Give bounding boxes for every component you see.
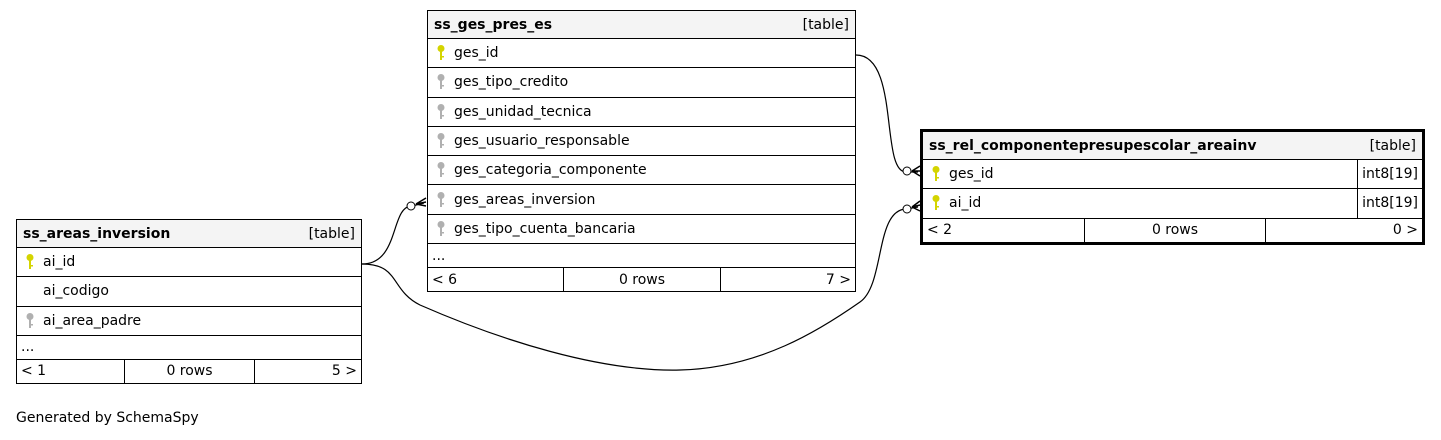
table-name: ss_areas_inversion bbox=[23, 225, 171, 242]
more-columns[interactable]: ... bbox=[428, 244, 855, 269]
edge-areas-to-ges-crowfoot bbox=[415, 197, 427, 207]
column-row[interactable]: ges_tipo_cuenta_bancaria bbox=[428, 215, 855, 245]
foreign-key-icon bbox=[434, 132, 448, 150]
primary-key-icon bbox=[23, 253, 37, 271]
table-footer: < 1 0 rows 5 > bbox=[17, 359, 361, 383]
table-kind: [table] bbox=[308, 225, 355, 242]
table-header: ss_areas_inversion [table] bbox=[17, 220, 361, 248]
edge-areas-to-ges-optional-marker bbox=[406, 201, 416, 211]
children-count[interactable]: 0 > bbox=[1392, 222, 1418, 239]
column-name: ges_unidad_tecnica bbox=[454, 103, 592, 120]
foreign-key-icon bbox=[434, 220, 448, 238]
edge-areas-to-rel bbox=[361, 206, 919, 371]
table-header: ss_rel_componentepresupescolar_areainv [… bbox=[923, 132, 1422, 160]
table-kind: [table] bbox=[802, 16, 849, 33]
column-row[interactable]: ges_usuario_responsable bbox=[428, 127, 855, 157]
edge-ges-id-crowfoot bbox=[911, 165, 921, 177]
column-row[interactable]: ges_id int8[19] bbox=[923, 160, 1422, 190]
column-name: ai_codigo bbox=[43, 283, 109, 300]
more-columns[interactable]: ... bbox=[17, 336, 361, 360]
column-row[interactable]: ges_unidad_tecnica bbox=[428, 98, 855, 127]
row-count: 0 rows bbox=[1085, 218, 1266, 242]
table-ss-ges-pres-es[interactable]: ss_ges_pres_es [table] ges_id ges_tipo_cr… bbox=[427, 10, 856, 293]
table-footer: < 6 0 rows 7 > bbox=[428, 268, 855, 292]
row-count: 0 rows bbox=[125, 359, 255, 383]
column-name: ai_id bbox=[949, 195, 982, 212]
generated-by-label: Generated by SchemaSpy bbox=[16, 410, 199, 426]
column-name: ges_usuario_responsable bbox=[454, 133, 630, 150]
primary-key-icon bbox=[929, 165, 943, 183]
column-row[interactable]: ai_id bbox=[17, 248, 361, 278]
column-name: ai_area_padre bbox=[43, 312, 142, 329]
edge-areas-to-ges bbox=[361, 202, 425, 265]
column-row[interactable]: ges_areas_inversion bbox=[428, 185, 855, 215]
foreign-key-icon bbox=[434, 161, 448, 179]
column-name: ges_categoria_componente bbox=[454, 162, 647, 179]
column-name: ges_tipo_credito bbox=[454, 74, 569, 91]
edge-ges-id-optional-marker bbox=[902, 166, 912, 176]
children-count[interactable]: 7 > bbox=[825, 271, 851, 288]
column-row[interactable]: ges_tipo_credito bbox=[428, 68, 855, 98]
column-name: ges_id bbox=[949, 166, 994, 183]
column-row[interactable]: ai_id int8[19] bbox=[923, 189, 1422, 219]
table-footer: < 2 0 rows 0 > bbox=[923, 218, 1422, 242]
table-ss-areas-inversion[interactable]: ss_areas_inversion [table] ai_id ai_codig… bbox=[16, 219, 362, 384]
primary-key-icon bbox=[434, 44, 448, 62]
edge-areas-to-rel-optional-marker bbox=[902, 204, 912, 214]
table-name: ss_rel_componentepresupescolar_areainv bbox=[929, 137, 1257, 154]
table-kind: [table] bbox=[1369, 137, 1416, 154]
children-count[interactable]: 5 > bbox=[331, 363, 357, 380]
edge-areas-to-rel-crowfoot bbox=[911, 200, 921, 212]
foreign-key-icon bbox=[23, 312, 37, 330]
table-header: ss_ges_pres_es [table] bbox=[428, 11, 855, 39]
column-name: ges_id bbox=[454, 45, 499, 62]
column-row[interactable]: ges_categoria_componente bbox=[428, 156, 855, 186]
column-row[interactable]: ai_codigo bbox=[17, 277, 361, 307]
table-name: ss_ges_pres_es bbox=[434, 16, 553, 33]
table-ss-rel-componentepresupescolar-areainv[interactable]: ss_rel_componentepresupescolar_areainv [… bbox=[920, 129, 1425, 245]
primary-key-icon bbox=[929, 194, 943, 212]
foreign-key-icon bbox=[434, 191, 448, 209]
column-type: int8[19] bbox=[1357, 160, 1422, 189]
parents-count[interactable]: < 1 bbox=[17, 359, 125, 383]
foreign-key-icon bbox=[434, 73, 448, 91]
column-name: ges_tipo_cuenta_bancaria bbox=[454, 220, 636, 237]
foreign-key-icon bbox=[434, 103, 448, 121]
column-row[interactable]: ai_area_padre bbox=[17, 307, 361, 336]
column-name: ai_id bbox=[43, 254, 76, 271]
edge-ges-id bbox=[855, 54, 918, 173]
parents-count[interactable]: < 6 bbox=[428, 268, 564, 292]
column-name: ges_areas_inversion bbox=[454, 191, 596, 208]
row-count: 0 rows bbox=[564, 268, 721, 292]
column-type: int8[19] bbox=[1357, 189, 1422, 218]
parents-count[interactable]: < 2 bbox=[923, 218, 1085, 242]
column-row[interactable]: ges_id bbox=[428, 39, 855, 69]
